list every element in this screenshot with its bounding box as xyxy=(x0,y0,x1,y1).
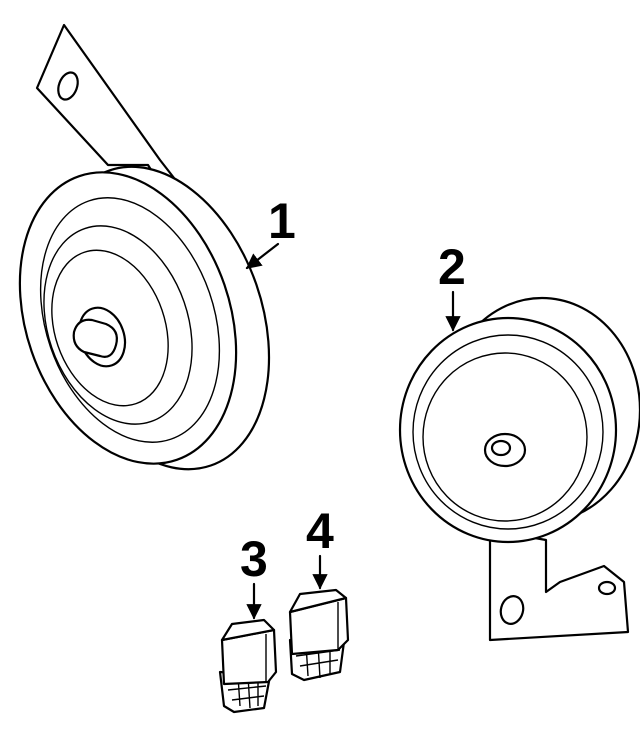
relay-3[interactable] xyxy=(218,618,278,714)
horn-1-ring-3 xyxy=(51,249,169,407)
callout-1: 1 xyxy=(268,193,296,249)
callout-4: 4 xyxy=(306,503,334,559)
horn-1-face xyxy=(18,171,238,465)
horn-1-ring-1 xyxy=(39,197,221,443)
relay-3-top xyxy=(220,618,276,642)
horn-1-bracket-hole xyxy=(57,71,79,101)
horn-2-bracket-hole-2 xyxy=(597,580,617,596)
relay-4-top xyxy=(288,588,348,614)
horn-2-bracket xyxy=(488,528,630,642)
callout-2: 2 xyxy=(438,239,466,295)
horn-2-ring-1 xyxy=(412,334,604,530)
horn-2-ring-2 xyxy=(422,352,588,522)
relay-4-pin-lines xyxy=(295,643,341,679)
horn-1[interactable] xyxy=(0,23,307,499)
horn-2-face xyxy=(398,316,618,544)
horn-1-terminal xyxy=(72,318,118,358)
horn-2[interactable] xyxy=(398,296,640,642)
callout-1-arrow xyxy=(245,242,280,270)
horn-2-center-inner xyxy=(490,439,512,457)
horn-1-ring-2 xyxy=(43,225,193,425)
relay-4[interactable] xyxy=(288,588,350,682)
callout-3: 3 xyxy=(240,531,268,587)
relay-3-pin-lines xyxy=(227,675,267,709)
horn-2-bracket-hole-1 xyxy=(499,595,525,625)
